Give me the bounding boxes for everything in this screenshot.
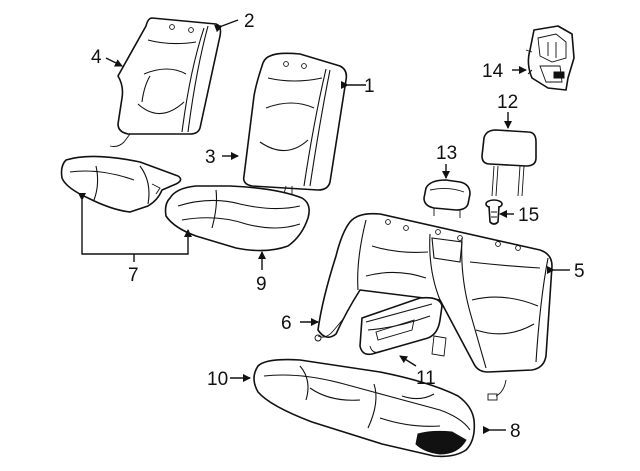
callout-13: 13 bbox=[436, 143, 457, 164]
headrest-outer bbox=[481, 129, 537, 197]
callout-6: 6 bbox=[281, 313, 292, 334]
callout-5: 5 bbox=[574, 261, 585, 282]
callout-3: 3 bbox=[205, 147, 216, 168]
callout-14: 14 bbox=[482, 61, 504, 82]
armrest bbox=[359, 296, 443, 356]
callout-1: 1 bbox=[364, 76, 375, 97]
callout-labels: 1 2 3 4 5 6 7 8 9 10 11 12 13 14 15 bbox=[91, 11, 585, 442]
headrest-center bbox=[423, 179, 471, 218]
callout-11: 11 bbox=[416, 368, 436, 389]
leader-lines bbox=[78, 19, 570, 434]
callout-12: 12 bbox=[497, 92, 518, 113]
headrest-guide bbox=[485, 199, 503, 225]
callout-9: 9 bbox=[256, 274, 267, 295]
seat-cushion-right bbox=[164, 185, 310, 252]
seat-back-assembly bbox=[314, 212, 553, 401]
latch-assembly bbox=[525, 25, 575, 91]
callout-4: 4 bbox=[91, 47, 102, 68]
callout-2: 2 bbox=[244, 11, 255, 32]
seat-back-cover-left bbox=[109, 17, 222, 147]
callout-10: 10 bbox=[207, 369, 228, 390]
seat-cushion-cover-left bbox=[60, 155, 182, 213]
callout-15: 15 bbox=[518, 205, 539, 226]
callout-8: 8 bbox=[510, 421, 521, 442]
rear-seat-cushion bbox=[253, 358, 476, 458]
callout-7: 7 bbox=[128, 265, 139, 286]
seat-back-cover-right bbox=[242, 52, 348, 195]
